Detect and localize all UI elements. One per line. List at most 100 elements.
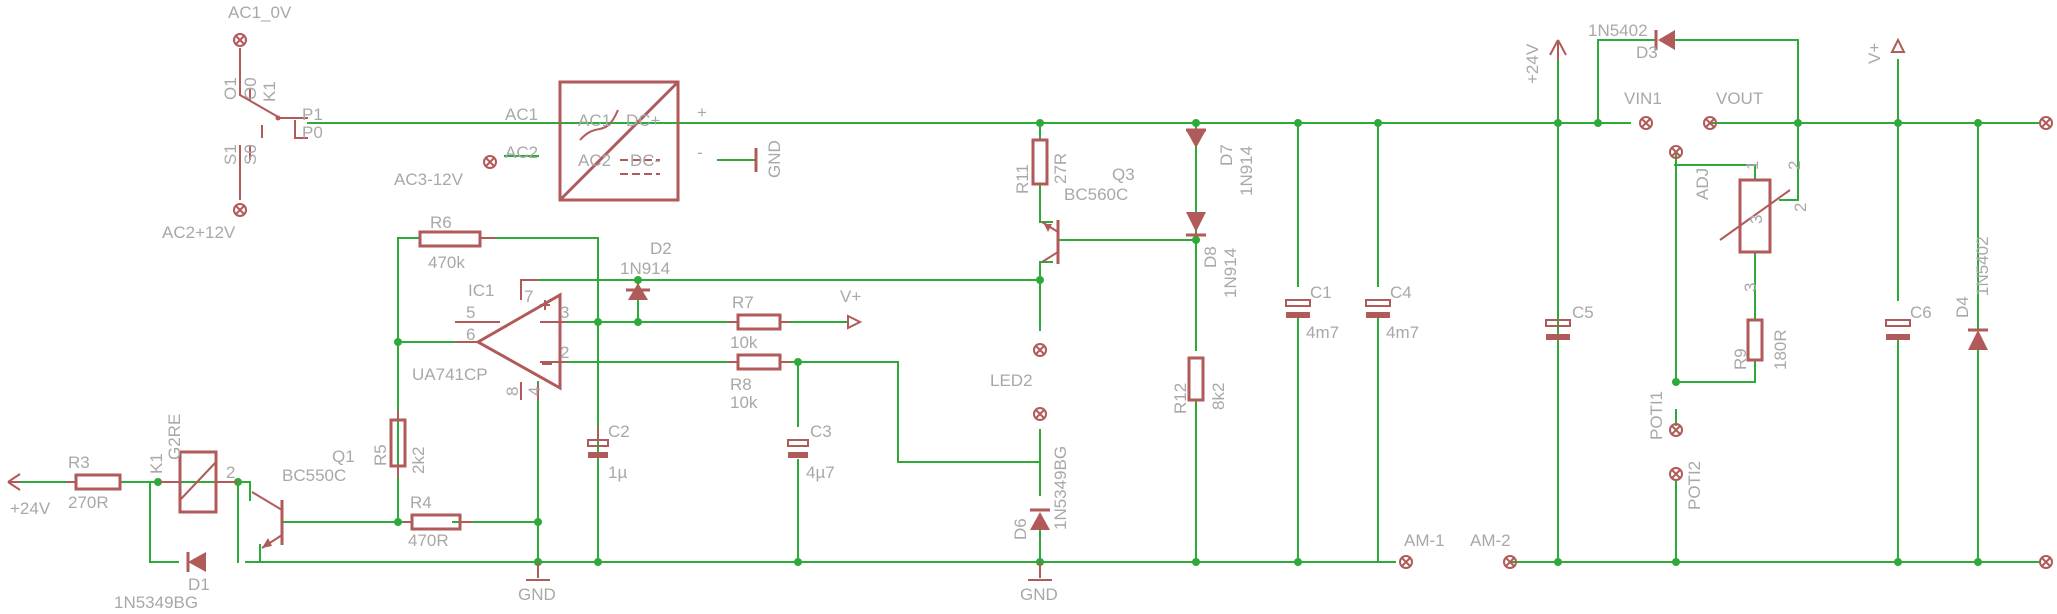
label-p1: P1 bbox=[302, 105, 323, 124]
label-plus24-right: +24V bbox=[1523, 43, 1542, 84]
gnd-left-symbol bbox=[526, 562, 550, 581]
terminal-out-bottom[interactable] bbox=[2039, 555, 2053, 569]
terminal-led2-bottom[interactable] bbox=[1033, 407, 1047, 421]
label-d8: D8 bbox=[1201, 246, 1220, 268]
label-r8: R8 bbox=[730, 375, 752, 394]
label-s1: S1 bbox=[221, 144, 240, 165]
label-r8-val: 10k bbox=[730, 393, 758, 412]
terminal-vin1[interactable] bbox=[1639, 116, 1653, 130]
label-r12: R12 bbox=[1171, 383, 1190, 414]
capacitor-c1 bbox=[1285, 299, 1311, 318]
label-d4-val: 1N5402 bbox=[1973, 236, 1992, 296]
label-ac3-12v: AC3-12V bbox=[394, 170, 464, 189]
label-plus24-left: +24V bbox=[10, 499, 51, 518]
label-vplus-right: V+ bbox=[1865, 43, 1884, 64]
label-c1: C1 bbox=[1310, 283, 1332, 302]
junction-dots bbox=[154, 119, 1982, 566]
transistor-q3 bbox=[1041, 220, 1060, 264]
label-c3: C3 bbox=[810, 422, 832, 441]
label-ac1: AC1 bbox=[505, 105, 538, 124]
label-d2: D2 bbox=[650, 239, 672, 258]
label-am2: AM-2 bbox=[1470, 531, 1511, 550]
label-poti2: POTI2 bbox=[1685, 461, 1704, 510]
label-poti1: POTI1 bbox=[1647, 391, 1666, 440]
terminal-am1[interactable] bbox=[1399, 555, 1413, 569]
terminal-vout[interactable] bbox=[1703, 116, 1717, 130]
capacitor-c6 bbox=[1885, 319, 1911, 340]
terminal-led2-top[interactable] bbox=[1033, 343, 1047, 357]
bridge-rectifier bbox=[558, 80, 758, 202]
resistor-r8 bbox=[728, 353, 790, 371]
label-d6-val: 1N5349BG bbox=[1051, 446, 1070, 530]
label-r7: R7 bbox=[732, 293, 754, 312]
label-o0: O0 bbox=[241, 77, 260, 100]
label-c2: C2 bbox=[608, 422, 630, 441]
terminal-poti1[interactable] bbox=[1669, 423, 1683, 437]
label-q1: Q1 bbox=[332, 447, 355, 466]
diode-d8 bbox=[1186, 212, 1206, 237]
label-k1-coil: K1 bbox=[147, 453, 166, 474]
label-d7-val: 1N914 bbox=[1237, 146, 1256, 196]
capacitor-c5 bbox=[1545, 319, 1571, 340]
label-d8-val: 1N914 bbox=[1221, 248, 1240, 298]
label-br-ac1: AC1 bbox=[578, 111, 611, 130]
label-q3-val: BC560C bbox=[1064, 185, 1128, 204]
vplus-right-arrow bbox=[1890, 37, 1906, 53]
label-br-dcm: DC- bbox=[630, 151, 660, 170]
label-u-pin1: 1 bbox=[1743, 161, 1762, 170]
label-ac1-0v: AC1_0V bbox=[228, 3, 292, 22]
terminal-ac2-12v[interactable] bbox=[233, 203, 247, 217]
label-s0: S0 bbox=[241, 144, 260, 165]
label-pin6: 6 bbox=[466, 325, 475, 344]
resistor-r7 bbox=[728, 313, 790, 331]
label-ic1: IC1 bbox=[468, 281, 494, 300]
terminal-poti2[interactable] bbox=[1669, 467, 1683, 481]
label-r7-val: 10k bbox=[730, 333, 758, 352]
label-pin5: 5 bbox=[466, 303, 475, 322]
label-am1: AM-1 bbox=[1404, 531, 1445, 550]
label-br-dcp: DC+ bbox=[626, 111, 661, 130]
label-c2-val: 1µ bbox=[608, 463, 627, 482]
diode-d2 bbox=[626, 283, 650, 300]
label-gnd-left: GND bbox=[518, 585, 556, 604]
plus24v-right-arrow bbox=[1549, 39, 1567, 60]
resistor-r3 bbox=[66, 473, 122, 491]
label-minus: - bbox=[697, 143, 703, 162]
label-plus: + bbox=[697, 103, 707, 122]
terminal-ac3-12v[interactable] bbox=[483, 155, 497, 169]
label-d1: D1 bbox=[188, 575, 210, 594]
capacitor-c3 bbox=[787, 439, 809, 458]
transistor-q1 bbox=[251, 491, 284, 549]
label-pin8: 8 bbox=[503, 387, 522, 396]
label-gnd-mid: GND bbox=[1020, 585, 1058, 604]
label-r12-val: 8k2 bbox=[1209, 383, 1228, 410]
vplus-r7-arrow bbox=[847, 314, 863, 330]
label-r4: R4 bbox=[410, 493, 432, 512]
label-k1-contact: K1 bbox=[260, 81, 279, 102]
terminal-out-top[interactable] bbox=[2039, 116, 2053, 130]
opamp-ic1 bbox=[455, 279, 566, 400]
diode-d6 bbox=[1030, 508, 1050, 530]
label-k1-pin2: 2 bbox=[226, 463, 235, 482]
label-pin4: 4 bbox=[525, 387, 544, 396]
label-c5: C5 bbox=[1572, 303, 1594, 322]
label-d6: D6 bbox=[1011, 518, 1030, 540]
resistor-r11 bbox=[1031, 138, 1049, 186]
diode-d7 bbox=[1186, 128, 1206, 148]
capacitor-c4 bbox=[1365, 299, 1391, 318]
label-ac2-12v: AC2+12V bbox=[162, 223, 236, 242]
label-gnd-bridge: GND bbox=[765, 140, 784, 178]
terminal-adj[interactable] bbox=[1669, 145, 1683, 159]
diode-d4 bbox=[1968, 328, 1988, 350]
label-d4: D4 bbox=[1953, 296, 1972, 318]
resistor-r9 bbox=[1746, 318, 1764, 362]
label-r11: R11 bbox=[1013, 164, 1032, 194]
label-led2: LED2 bbox=[990, 371, 1033, 390]
terminal-ac1-0v[interactable] bbox=[233, 33, 247, 47]
terminal-am2[interactable] bbox=[1503, 555, 1517, 569]
label-r5: R5 bbox=[371, 444, 390, 466]
relay-coil-k1 bbox=[160, 450, 238, 514]
label-ac2: AC2 bbox=[505, 143, 538, 162]
label-c1-val: 4m7 bbox=[1306, 323, 1339, 342]
